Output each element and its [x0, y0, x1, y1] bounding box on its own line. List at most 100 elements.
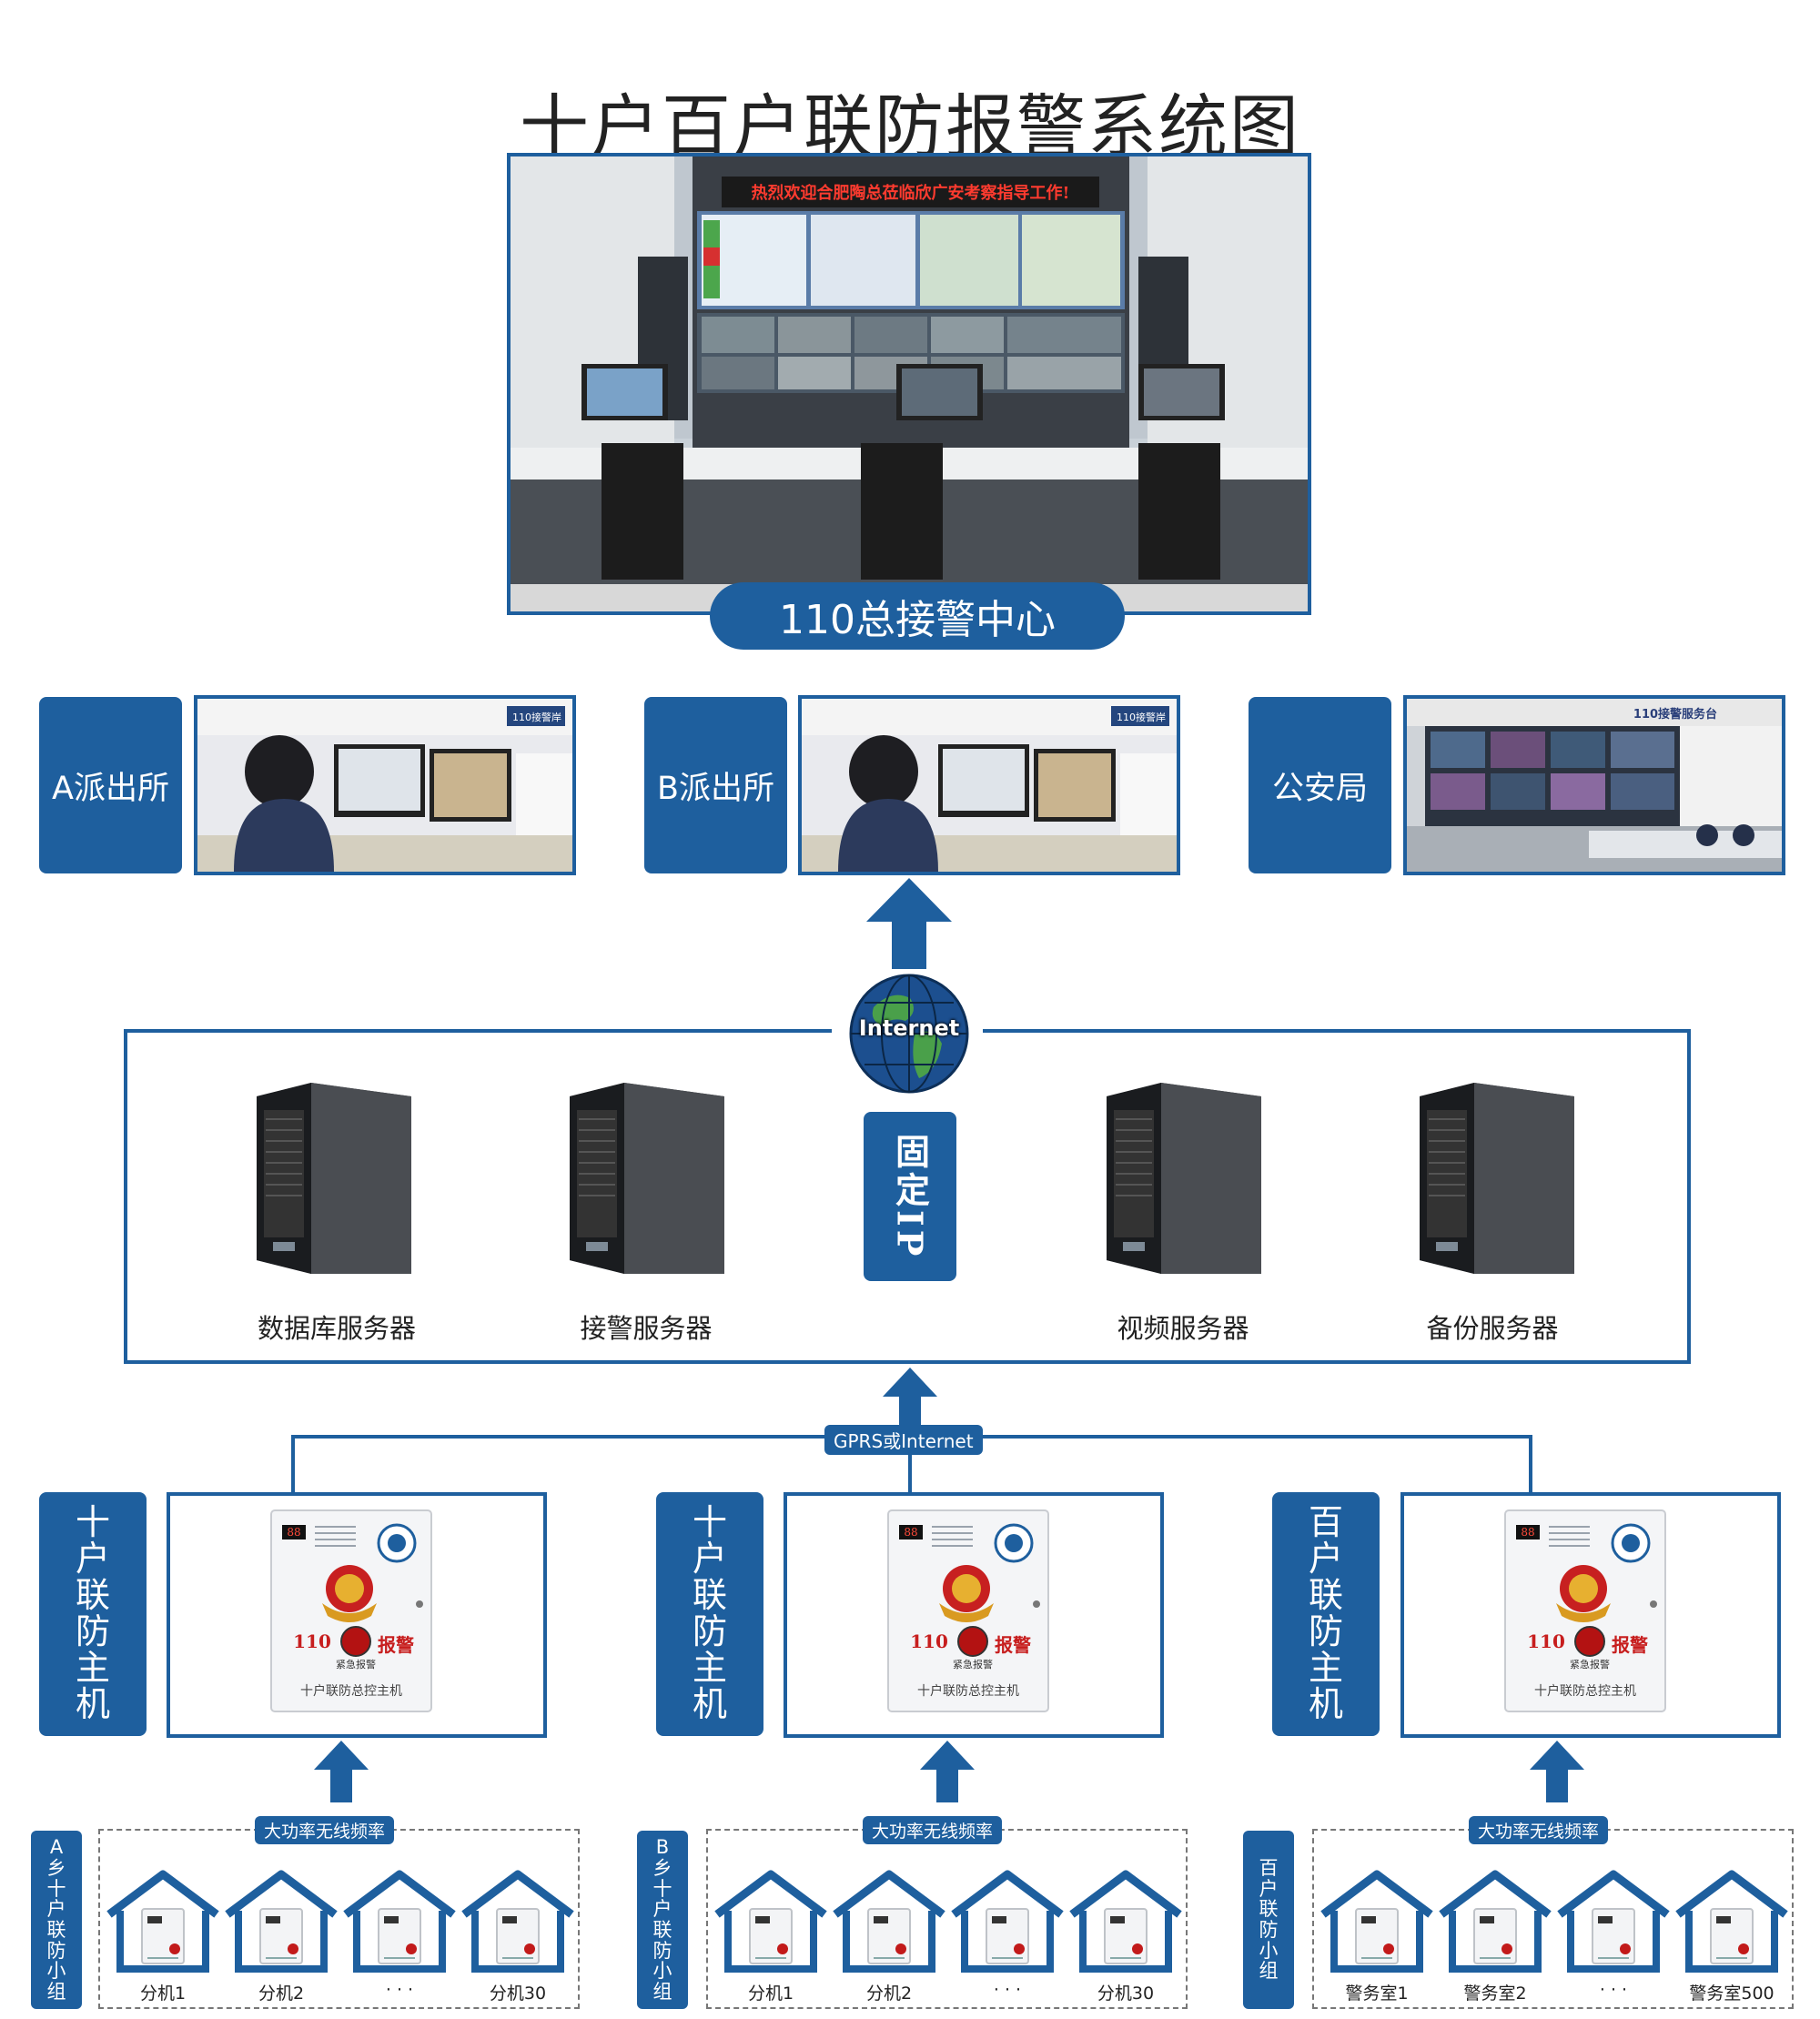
label-char: 十	[75, 1502, 110, 1543]
label-char: 户	[1259, 1877, 1279, 1900]
host-2-label: 十户联防主机	[656, 1492, 763, 1736]
station-a-photo: 110接警岸	[194, 695, 576, 875]
host-sub-text: 紧急报警	[953, 1659, 993, 1671]
host-number-110: 110	[910, 1630, 948, 1652]
group-b-wireless-label: 大功率无线频率	[863, 1816, 1003, 1844]
server-tower-icon	[1420, 1083, 1574, 1274]
alarm-host-icon	[270, 1509, 432, 1712]
house-unit: · · ·	[948, 1867, 1067, 2009]
unit-label: · · ·	[385, 1980, 414, 2000]
gprs-drop-right	[1529, 1435, 1532, 1494]
group-a-wireless-label: 大功率无线频率	[255, 1816, 395, 1844]
server-frame-top-left	[124, 1029, 832, 1033]
label-char: 户	[75, 1539, 110, 1580]
host-3-label-text: 百户联防主机	[1308, 1502, 1343, 1724]
house-icon	[833, 1870, 945, 1973]
host-2-label-text: 十户联防主机	[692, 1502, 727, 1724]
host-alarm-text: 报警	[1612, 1634, 1648, 1656]
gprs-drop-left	[291, 1435, 295, 1494]
unit-label: 分机1	[139, 1984, 187, 2004]
label-char: 小	[652, 1960, 672, 1983]
label-char: 乡	[46, 1856, 66, 1879]
label-char: 机	[692, 1683, 727, 1724]
label-char: 十	[46, 1877, 66, 1900]
host-display-value: 88	[904, 1526, 918, 1539]
house-unit: 分机30	[1067, 1867, 1185, 2009]
label-char: 机	[75, 1683, 110, 1724]
unit-label: 分机2	[865, 1984, 913, 2004]
label-char: 组	[652, 1981, 672, 2004]
bureau-label: 公安局	[1249, 697, 1391, 873]
unit-label: 分机1	[747, 1984, 794, 2004]
server-database-label: 数据库服务器	[257, 1313, 416, 1344]
label-char: 小	[1259, 1939, 1279, 1962]
unit-label: 分机2	[258, 1984, 305, 2004]
house-icon	[1439, 1870, 1552, 1973]
unit-label: 警务室2	[1463, 1984, 1527, 2004]
label-char: 防	[692, 1611, 727, 1651]
label-char: 联	[1259, 1898, 1279, 1921]
host-3-label: 百户联防主机	[1272, 1492, 1380, 1736]
host-display-value: 88	[1521, 1526, 1535, 1539]
house-icon	[225, 1870, 338, 1973]
host-display-value: 88	[287, 1526, 301, 1539]
alarm-host-icon	[887, 1509, 1049, 1712]
label-char: 联	[75, 1575, 110, 1616]
up-arrow-to-servers	[883, 1368, 937, 1431]
house-icon	[1675, 1870, 1788, 1973]
label-char: 十	[692, 1502, 727, 1543]
host-name-text: 十户联防总控主机	[300, 1684, 402, 1699]
label-char: 防	[1259, 1919, 1279, 1941]
server-backup-label: 备份服务器	[1426, 1313, 1559, 1344]
unit-label: 警务室1	[1345, 1984, 1409, 2004]
up-arrow-to-stations	[866, 878, 952, 969]
internet-label: Internet	[858, 1015, 960, 1041]
up-arrow-to-host-1	[314, 1741, 369, 1802]
station-a-label: A派出所	[39, 697, 182, 873]
control-room-illustration	[511, 156, 1308, 611]
label-char: 联	[46, 1919, 66, 1941]
house-icon	[951, 1870, 1064, 1973]
label-char: 防	[652, 1939, 672, 1962]
house-unit: 分机1	[104, 1867, 222, 2009]
label-char: 联	[692, 1575, 727, 1616]
server-video-label: 视频服务器	[1117, 1313, 1249, 1344]
label-char: 百	[1308, 1502, 1343, 1543]
label-char: 户	[652, 1898, 672, 1921]
label-char: 户	[46, 1898, 66, 1921]
label-char: 组	[1259, 1960, 1279, 1983]
center-label: 110总接警中心	[710, 582, 1125, 650]
house-unit: 警务室2	[1436, 1867, 1554, 2009]
unit-label: 分机30	[489, 1984, 547, 2004]
host-1-label-text: 十户联防主机	[75, 1502, 110, 1724]
server-frame	[124, 1029, 1691, 1364]
unit-label: · · ·	[993, 1980, 1022, 2000]
label-char: 十	[652, 1877, 672, 1900]
server-tower-icon	[570, 1083, 724, 1274]
house-icon	[1069, 1870, 1182, 1973]
label-char: 主	[75, 1647, 110, 1688]
server-alarm-label: 接警服务器	[580, 1313, 713, 1344]
label-char: 户	[1308, 1539, 1343, 1580]
host-number-110: 110	[1527, 1630, 1565, 1652]
house-unit: 分机30	[459, 1867, 577, 2009]
unit-label: 分机30	[1097, 1984, 1155, 2004]
unit-label: 警务室500	[1689, 1984, 1774, 2004]
house-icon	[714, 1870, 827, 1973]
label-char: 联	[1308, 1575, 1343, 1616]
bureau-sign: 110接警服务台	[1633, 708, 1718, 722]
label-char: B	[655, 1836, 670, 1859]
label-char: 小	[46, 1960, 66, 1983]
house-icon	[1557, 1870, 1670, 1973]
group-c-label-text: 百户联防小组	[1259, 1858, 1279, 1982]
house-unit: 分机2	[830, 1867, 948, 2009]
label-char: 机	[1308, 1683, 1343, 1724]
house-unit: 警务室1	[1318, 1867, 1436, 2009]
label-char: 乡	[652, 1856, 672, 1879]
label-char: 百	[1259, 1856, 1279, 1879]
host-number-110: 110	[293, 1630, 331, 1652]
